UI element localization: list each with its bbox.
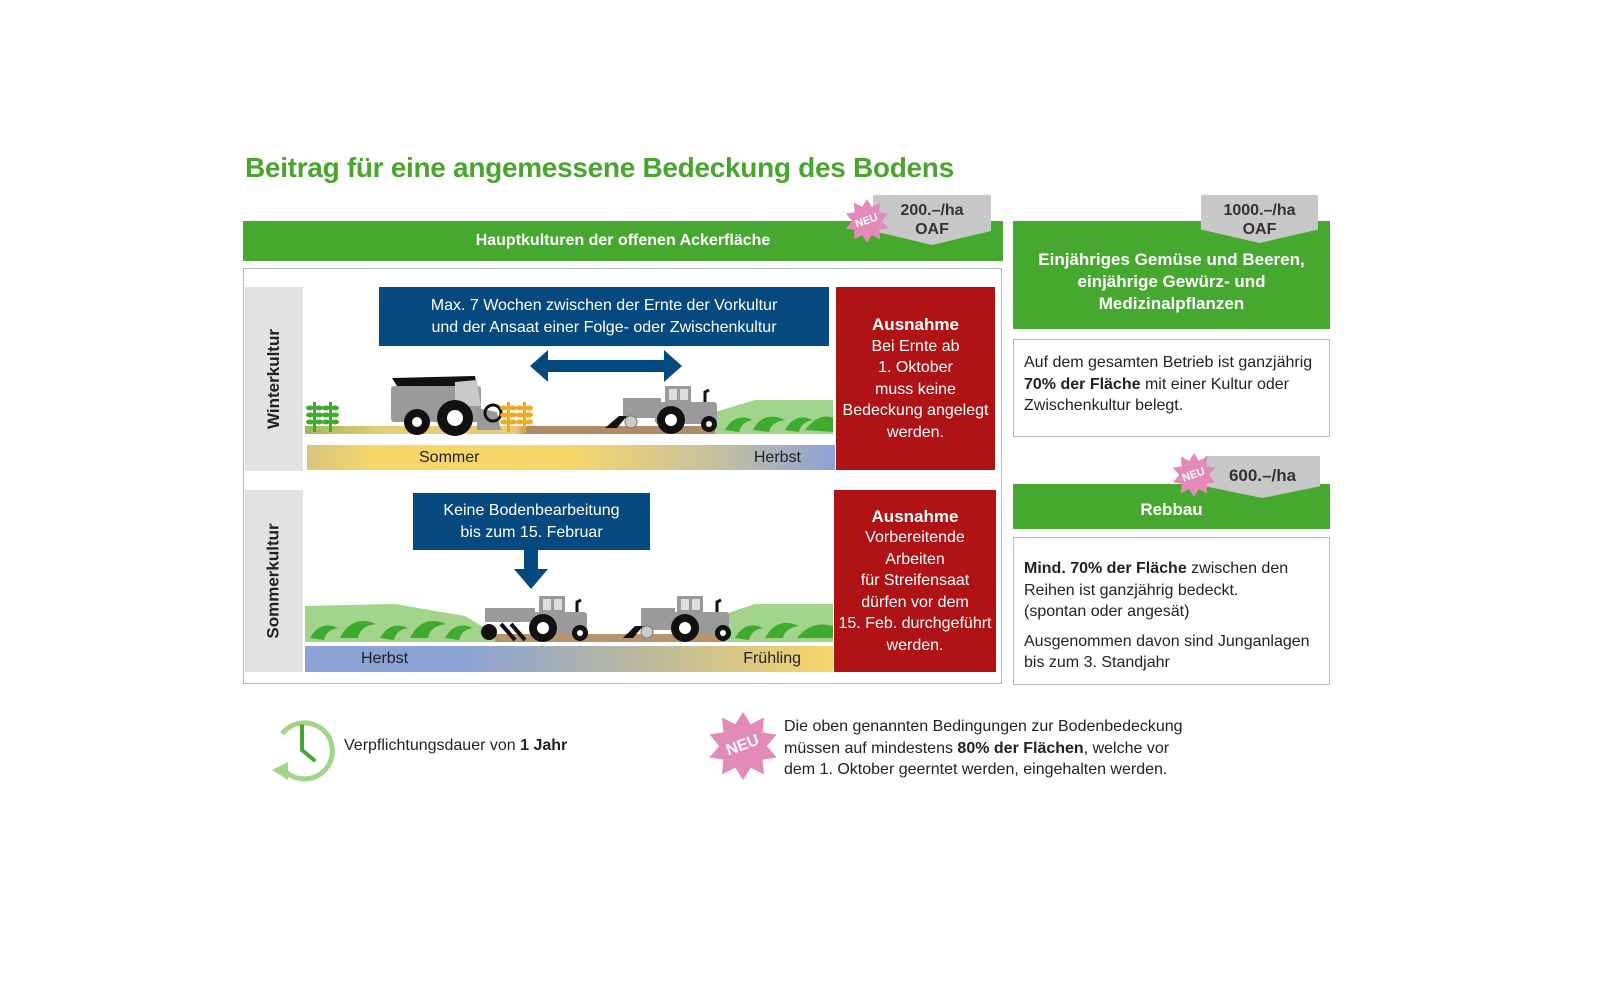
season-label-autumn: Herbst — [753, 448, 801, 466]
winter-crop-label: Winterkultur — [245, 287, 303, 471]
commitment-duration: Verpflichtungsdauer von 1 Jahr — [344, 737, 568, 754]
plants-icon — [725, 416, 833, 432]
season-label-spring: Frühling — [743, 650, 801, 667]
vegetables-header-line: Medizinalpflanzen — [1098, 294, 1245, 313]
tractor-cultivator-icon — [481, 596, 588, 642]
vineyard-text-line: (spontan oder angesät) — [1024, 603, 1190, 620]
winter-exception-box: Ausnahme Bei Ernte ab 1. Oktober muss ke… — [836, 287, 995, 470]
winter-exception-line: werden. — [887, 423, 944, 441]
winter-season-bar: Sommer Herbst — [307, 445, 835, 470]
vegetables-text-line: Zwischenkultur belegt. — [1024, 397, 1184, 414]
plants-icon — [310, 621, 833, 640]
new-conditions-note: Die oben genannten Bedingungen zur Boden… — [784, 716, 1183, 781]
vineyard-header-label: Rebbau — [1140, 499, 1203, 519]
winter-exception-line: 1. Oktober — [878, 359, 953, 376]
vegetables-header-line: einjährige Gewürz- und — [1077, 272, 1266, 291]
vineyard-text-line: Reihen ist ganzjährig bedeckt. — [1024, 581, 1239, 599]
vegetables-price: 1000.–/ha — [1223, 202, 1296, 219]
winter-exception-line: muss keine — [875, 380, 956, 398]
note-line: müssen auf mindestens 80% der Flächen, w… — [784, 739, 1170, 757]
neu-badge-icon: NEU — [709, 712, 777, 780]
summer-info-line2: bis zum 15. Februar — [460, 523, 603, 541]
wheat-green-icon — [306, 402, 339, 432]
summer-exception-box: Ausnahme Vorbereitende Arbeiten für Stre… — [834, 490, 996, 672]
main-crops-price: 200.–/ha — [900, 202, 964, 219]
vegetables-text-box: Auf dem gesamten Betrieb ist ganzjährig … — [1013, 339, 1330, 437]
vineyard-price: 600.–/ha — [1228, 466, 1297, 485]
summer-exception-line: für Streifensaat — [860, 572, 970, 590]
summer-exception-line: Vorbereitende — [865, 529, 965, 547]
summer-crop-label: Sommerkultur — [245, 490, 303, 672]
winter-exception-title: Ausnahme — [872, 315, 959, 334]
page-title: Beitrag für eine angemessene Bedeckung d… — [245, 152, 954, 183]
vineyard-text-line: bis zum 3. Standjahr — [1024, 654, 1170, 671]
vegetables-header: Einjähriges Gemüse und Beeren, einjährig… — [1013, 221, 1330, 329]
tractor-seeder-icon — [623, 596, 731, 642]
wheat-ripe-icon — [500, 402, 533, 432]
winter-info-line2: und der Ansaat einer Folge- oder Zwische… — [431, 318, 777, 336]
main-crops-price-unit: OAF — [915, 221, 949, 238]
winter-info-line1: Max. 7 Wochen zwischen der Ernte der Vor… — [430, 296, 778, 314]
vineyard-text-box: Mind. 70% der Fläche zwischen den Reihen… — [1013, 537, 1330, 685]
down-arrow-icon — [514, 549, 548, 589]
note-line: dem 1. Oktober geerntet werden, eingehal… — [784, 761, 1168, 778]
summer-exception-line: 15. Feb. durchgeführt — [838, 615, 992, 633]
summer-exception-line: werden. — [886, 636, 944, 654]
vegetables-header-line: Einjähriges Gemüse und Beeren, — [1038, 250, 1305, 269]
summer-season-bar: Herbst Frühling — [305, 646, 833, 672]
season-label-autumn: Herbst — [361, 650, 409, 667]
summer-info-box: Keine Bodenbearbeitung bis zum 15. Febru… — [413, 493, 650, 550]
vineyard-text-line: Ausgenommen davon sind Junganlagen — [1024, 632, 1310, 650]
vineyard-text-line: Mind. 70% der Fläche zwischen den — [1024, 560, 1289, 577]
vegetables-text-line: 70% der Fläche mit einer Kultur oder — [1024, 375, 1290, 393]
double-arrow-icon — [530, 350, 682, 382]
winter-field-scene — [305, 376, 833, 436]
summer-exception-line: dürfen vor dem — [861, 593, 969, 611]
combine-harvester-icon — [391, 376, 503, 436]
season-label-summer: Sommer — [419, 448, 480, 466]
clock-cycle-icon — [272, 720, 335, 782]
winter-exception-line: Bei Ernte ab — [871, 337, 960, 355]
summer-exception-line: Arbeiten — [885, 550, 945, 568]
vegetables-price-unit: OAF — [1242, 221, 1277, 238]
main-crops-header-label: Hauptkulturen der offenen Ackerfläche — [475, 232, 771, 249]
summer-info-line1: Keine Bodenbearbeitung — [443, 501, 620, 519]
winter-exception-line: Bedeckung angelegt — [842, 402, 989, 419]
tractor-seeder-icon — [605, 386, 717, 434]
summer-field-scene — [305, 596, 833, 642]
note-line: Die oben genannten Bedingungen zur Boden… — [784, 718, 1183, 735]
winter-info-box: Max. 7 Wochen zwischen der Ernte der Vor… — [379, 287, 829, 346]
summer-exception-title: Ausnahme — [871, 506, 959, 526]
vegetables-text-line: Auf dem gesamten Betrieb ist ganzjährig — [1024, 354, 1313, 371]
